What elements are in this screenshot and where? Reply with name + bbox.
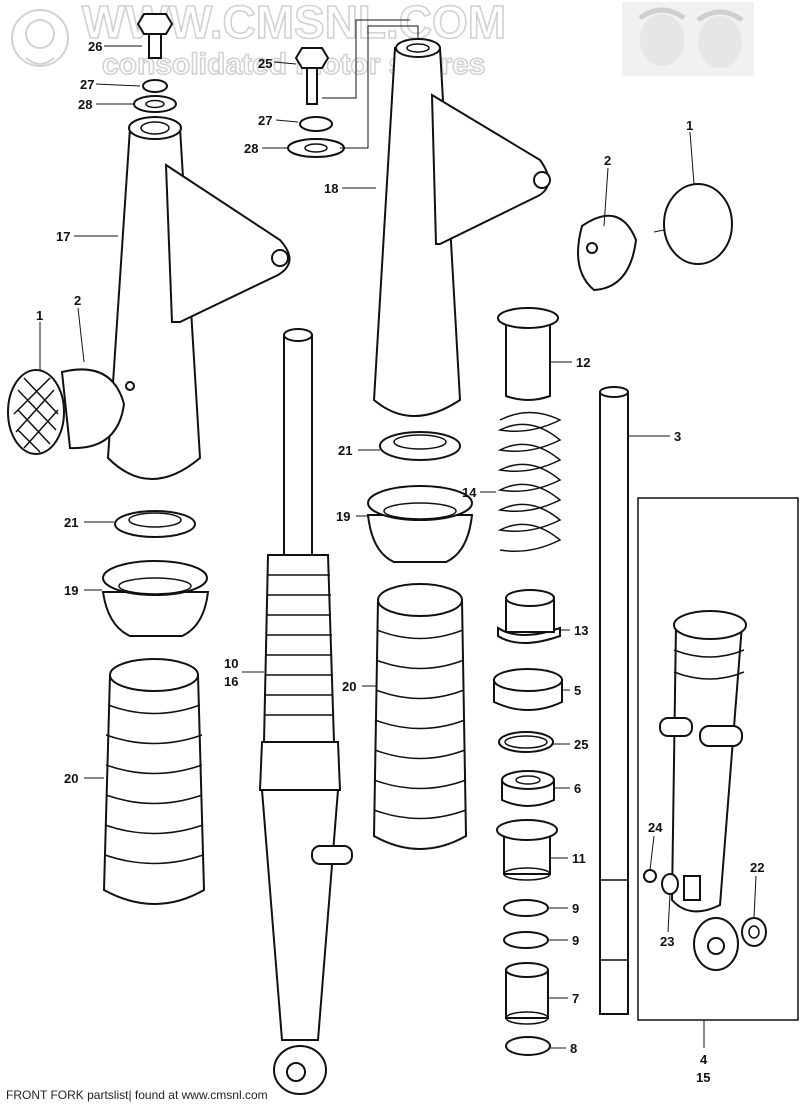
watermark-photo bbox=[622, 2, 754, 76]
callout-2-right: 2 bbox=[604, 153, 611, 168]
dust-boot-20-left bbox=[102, 658, 206, 905]
washer-28-left bbox=[133, 95, 177, 113]
cup-19-left bbox=[101, 560, 210, 637]
callout-15: 15 bbox=[696, 1070, 710, 1085]
seal-21-left bbox=[114, 510, 196, 538]
callout-24: 24 bbox=[648, 820, 663, 835]
oil-lock-piece-5 bbox=[493, 668, 563, 711]
callout-1-right: 1 bbox=[686, 118, 693, 133]
callout-11: 11 bbox=[572, 851, 586, 866]
callout-9-upper: 9 bbox=[572, 901, 579, 916]
bottom-case-4-15 bbox=[659, 610, 747, 971]
leader-lines bbox=[39, 19, 757, 1049]
callout-14: 14 bbox=[462, 485, 477, 500]
ring-8 bbox=[505, 1036, 551, 1056]
washer-23 bbox=[661, 873, 679, 895]
guide-11 bbox=[496, 819, 558, 881]
callout-9-lower: 9 bbox=[572, 933, 579, 948]
callout-8: 8 bbox=[570, 1041, 577, 1056]
callout-22: 22 bbox=[750, 860, 764, 875]
callout-4: 4 bbox=[700, 1052, 708, 1067]
callout-2-left: 2 bbox=[74, 293, 81, 308]
reflector-lens-1-right bbox=[653, 183, 733, 265]
bolt-25-center bbox=[294, 47, 330, 105]
bolt-26-left bbox=[136, 13, 174, 59]
callout-21-center: 21 bbox=[338, 443, 352, 458]
callout-20-center: 20 bbox=[342, 679, 356, 694]
callout-5: 5 bbox=[574, 683, 581, 698]
callout-12: 12 bbox=[576, 355, 590, 370]
callout-labels: 26 27 28 25 27 28 18 17 1 2 1 2 12 3 21 … bbox=[36, 39, 764, 1085]
reflector-lens-1-left bbox=[7, 369, 65, 455]
callout-3: 3 bbox=[674, 429, 681, 444]
seal-21-center bbox=[379, 431, 461, 461]
callout-7: 7 bbox=[572, 991, 579, 1006]
fork-cover-18 bbox=[372, 38, 551, 417]
reflector-housing-2-right bbox=[577, 214, 638, 292]
callout-27-center: 27 bbox=[258, 113, 272, 128]
callout-17: 17 bbox=[56, 229, 70, 244]
circlip-25 bbox=[498, 731, 554, 753]
mascot-logo bbox=[11, 9, 69, 67]
callout-10: 10 bbox=[224, 656, 238, 671]
callout-16: 16 bbox=[224, 674, 238, 689]
fork-pipe-3 bbox=[599, 386, 629, 1015]
washer-6 bbox=[501, 770, 555, 807]
callout-28-center: 28 bbox=[244, 141, 258, 156]
washer-27-center bbox=[299, 116, 333, 132]
callout-19-center: 19 bbox=[336, 509, 350, 524]
callout-19-left: 19 bbox=[64, 583, 78, 598]
watermark: WWW.CMSNL.COM consolidated motor spares bbox=[11, 0, 754, 82]
ring-9-upper bbox=[503, 899, 549, 917]
dust-boot-20-center bbox=[372, 583, 468, 850]
callout-28-left: 28 bbox=[78, 97, 92, 112]
spring-14 bbox=[497, 411, 562, 552]
callout-25-ring: 25 bbox=[574, 737, 588, 752]
reflector-housing-2-left bbox=[60, 368, 135, 450]
page-caption: FRONT FORK partslist| found at www.cmsnl… bbox=[6, 1088, 268, 1102]
ring-9-lower bbox=[503, 931, 549, 949]
cup-19-center bbox=[366, 485, 474, 563]
washer-22 bbox=[741, 917, 767, 947]
callout-25-top: 25 bbox=[258, 56, 272, 71]
callout-27-left: 27 bbox=[80, 77, 94, 92]
fork-pipe-10-16 bbox=[258, 328, 353, 1095]
callout-20-left: 20 bbox=[64, 771, 78, 786]
washer-27-left bbox=[142, 79, 168, 93]
callout-18: 18 bbox=[324, 181, 338, 196]
callout-6: 6 bbox=[574, 781, 581, 796]
screw-24 bbox=[643, 869, 657, 883]
callout-21-left: 21 bbox=[64, 515, 78, 530]
bushing-7 bbox=[505, 962, 549, 1025]
fork-cover-17 bbox=[106, 116, 291, 480]
callout-1-left: 1 bbox=[36, 308, 43, 323]
assembly-group-box bbox=[637, 497, 799, 1021]
callout-23: 23 bbox=[660, 934, 674, 949]
bushing-13 bbox=[497, 589, 561, 644]
callout-26: 26 bbox=[88, 39, 102, 54]
callout-13: 13 bbox=[574, 623, 588, 638]
washer-28-center bbox=[287, 138, 345, 158]
collar-12 bbox=[497, 307, 559, 401]
